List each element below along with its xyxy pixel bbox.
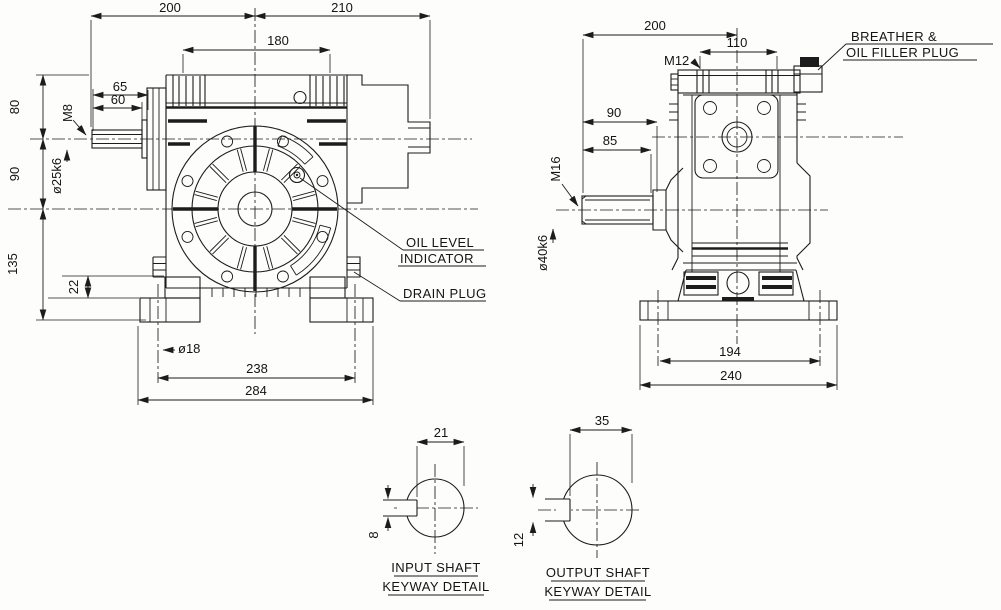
- breather-callout: BREATHER & OIL FILLER PLUG: [817, 29, 993, 71]
- oil-level-label-2: INDICATOR: [400, 251, 474, 266]
- dim-front-top-right: 210: [331, 0, 353, 15]
- right-boss: [796, 162, 811, 271]
- dim-output-across: 35: [595, 413, 609, 428]
- input-keyway-caption-2: KEYWAY DETAIL: [382, 579, 489, 594]
- tap-cap-label: M12: [664, 53, 689, 68]
- input-keyway-detail: 21 8 INPUT SHAFT KEYWAY DETAIL: [366, 425, 489, 596]
- dim-output-key-width: 12: [511, 533, 526, 547]
- dia-input-shaft-label: ø25k6: [49, 158, 64, 194]
- side-view: 200 110 M12 90 85 M16 ø40k6 194 240 BREA…: [535, 18, 993, 390]
- oil-level-leader: [299, 177, 404, 251]
- breather-label-1: BREATHER &: [851, 29, 937, 44]
- wheel-cover: [171, 125, 339, 293]
- front-feet: [139, 276, 374, 383]
- input-keyway-slot: [383, 499, 418, 517]
- dim-front-height-base: 135: [5, 253, 20, 275]
- front-housing: [91, 74, 431, 383]
- oil-level-indicator: [288, 166, 306, 184]
- dim-side-shaft-outer: 90: [607, 105, 621, 120]
- dim-front-shaft-outer: 65: [113, 79, 127, 94]
- dim-front-shaft-inner: 60: [111, 92, 125, 107]
- side-base: [639, 269, 838, 366]
- tap-output-label: M16: [548, 156, 563, 181]
- dim-side-base-width: 240: [720, 368, 742, 383]
- dim-front-base-width: 284: [245, 383, 267, 398]
- side-dimensions: 200 110 M12 90 85 M16 ø40k6 194 240: [535, 18, 838, 390]
- dim-side-bolt-span: 194: [719, 344, 741, 359]
- m16-leader: [561, 183, 579, 207]
- output-keyway-detail: 35 12 OUTPUT SHAFT KEYWAY DETAIL: [511, 413, 651, 601]
- dim-side-overall: 200: [644, 18, 666, 33]
- radial-ribs: [194, 148, 316, 270]
- output-keyway-caption-1: OUTPUT SHAFT: [546, 565, 650, 580]
- front-view: 200 210 180 65 60 M8 80 90 ø25k6 135 22 …: [5, 0, 486, 405]
- dim-side-shaft-inner: 85: [603, 133, 617, 148]
- dim-input-key-width: 8: [366, 531, 381, 538]
- input-shaft-front: [91, 87, 167, 191]
- dim-front-bolt-span: 238: [246, 361, 268, 376]
- quadrant-ribs: [173, 126, 337, 291]
- dim-front-top-left: 200: [159, 0, 181, 15]
- m8-leader: [72, 119, 87, 136]
- flange-bolt-holes: [181, 135, 329, 283]
- dim-input-across: 21: [434, 425, 448, 440]
- dim-side-cap-span: 110: [727, 35, 748, 50]
- front-dimensions: 200 210 180 65 60 M8 80 90 ø25k6 135 22 …: [5, 0, 431, 405]
- dim-front-height-mid: 90: [7, 167, 22, 181]
- dim-front-height-top: 80: [7, 100, 22, 114]
- drain-plug-boss: [347, 256, 361, 278]
- side-fins: [669, 103, 806, 121]
- output-keyway-caption-2: KEYWAY DETAIL: [544, 584, 651, 599]
- drain-plug-label: DRAIN PLUG: [403, 286, 486, 301]
- dim-front-flange-width: 180: [267, 33, 289, 48]
- front-callouts: OIL LEVEL INDICATOR DRAIN PLUG: [299, 177, 486, 302]
- side-housing: [581, 57, 838, 366]
- dim-foot-height: 22: [66, 280, 81, 294]
- breather-label-2: OIL FILLER PLUG: [846, 45, 959, 60]
- breather-plug: [793, 57, 823, 93]
- output-shaft-side: [581, 167, 684, 253]
- oil-level-label-1: OIL LEVEL: [406, 235, 474, 250]
- bottom-plug: [726, 271, 750, 295]
- eye-bolt: [293, 90, 307, 105]
- dia-output-shaft-label: ø40k6: [535, 235, 550, 271]
- m12-leader: [690, 58, 701, 69]
- cover-arc-windows: [277, 135, 332, 276]
- tap-input-label: M8: [60, 104, 75, 122]
- input-mounting-face: [694, 94, 779, 179]
- dia-foot-hole-label: ø18: [178, 341, 200, 356]
- input-keyway-caption-1: INPUT SHAFT: [391, 560, 480, 575]
- breather-leader: [817, 43, 847, 71]
- drain-plug-leader: [353, 271, 401, 302]
- output-keyway-slot: [545, 498, 571, 522]
